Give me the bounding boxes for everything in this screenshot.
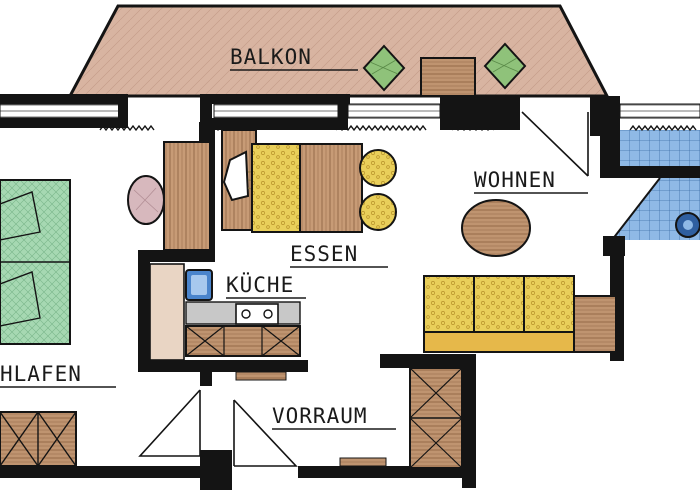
stove [235, 303, 279, 325]
entry-wardrobe [409, 367, 463, 469]
balcony [67, 4, 610, 98]
bathtub [675, 212, 700, 238]
dining-chair-top [359, 149, 397, 187]
room-labels: BALKON WOHNEN ESSEN KÜCHE HLAFEN VORRAUM [0, 45, 588, 430]
sofa [423, 275, 617, 353]
kitchen-cabinets [185, 325, 301, 357]
doors [138, 111, 589, 467]
kitchen-sink [185, 269, 213, 301]
plant-pot-left [362, 44, 406, 92]
doormat [339, 457, 387, 467]
plant-pot-right [483, 42, 527, 90]
label-essen: ESSEN [290, 242, 358, 266]
dining-area [221, 129, 397, 233]
label-balkon: BALKON [230, 45, 312, 69]
round-rug [127, 175, 165, 225]
bedroom [0, 179, 77, 467]
double-bed [0, 179, 71, 345]
balcony-table [420, 57, 476, 97]
dining-chair-bottom [359, 193, 397, 231]
tall-cabinet [163, 141, 211, 251]
label-wohnen: WOHNEN [474, 168, 556, 192]
label-schlafen: HLAFEN [0, 362, 82, 386]
dining-table [251, 143, 363, 233]
label-kueche: KÜCHE [226, 272, 294, 297]
living-area [423, 199, 617, 353]
coffee-table [461, 199, 531, 257]
kitchen [149, 263, 301, 381]
bathroom [611, 130, 700, 241]
bedroom-wardrobe [0, 411, 77, 467]
label-vorraum: VORRAUM [272, 404, 368, 428]
